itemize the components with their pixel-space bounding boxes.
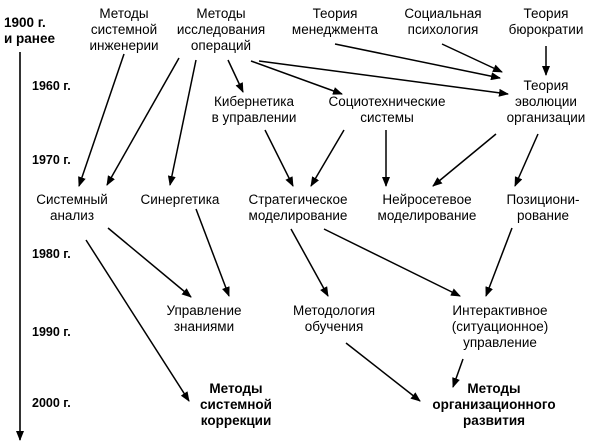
edge-learning-methodology-to-org-development xyxy=(345,342,421,402)
timeline-top-label: 1900 г. и ранее xyxy=(4,15,55,46)
node-systems-engineering-methods: Методы системной инженерии xyxy=(89,6,159,53)
edge-operations-research-to-synergetics xyxy=(167,59,197,186)
edge-cybernetics-to-strategic-modeling xyxy=(264,129,294,187)
timeline-year-1970: 1970 г. xyxy=(32,153,71,167)
edge-systems-analysis-to-systemic-correction xyxy=(85,239,190,402)
timeline-year-1990: 1990 г. xyxy=(32,325,71,339)
edge-positioning-to-interactive-management xyxy=(485,227,513,297)
node-management-theory: Теория менеджмента xyxy=(291,6,379,37)
node-neural-network-modeling: Нейросетевое моделирование xyxy=(377,192,477,223)
timeline-year-1960: 1960 г. xyxy=(32,79,71,93)
node-interactive-management: Интерактивное (ситуационное) управление xyxy=(451,303,549,350)
node-org-development-methods: Методы организационного развития xyxy=(432,381,556,428)
edge-operations-research-to-org-evolution xyxy=(258,60,509,97)
node-knowledge-management: Управление знаниями xyxy=(166,303,242,334)
edge-operations-research-to-systems-analysis xyxy=(106,57,180,186)
node-sociotechnical-systems: Социотехнические системы xyxy=(328,94,446,125)
edge-social-psychology-to-org-evolution xyxy=(441,43,503,73)
edge-operations-research-to-sociotechnical xyxy=(250,60,343,95)
edge-org-evolution-to-neural-modeling xyxy=(432,133,497,187)
edge-management-theory-to-org-evolution xyxy=(334,43,501,81)
edge-synergetics-to-knowledge-management xyxy=(195,208,230,297)
node-synergetics: Синергетика xyxy=(140,192,220,207)
node-positioning: Позициони- рование xyxy=(506,192,580,223)
edge-systems-analysis-to-knowledge-management xyxy=(107,227,192,298)
edge-systems-engineering-to-systems-analysis xyxy=(78,53,125,187)
timeline-year-1980: 1980 г. xyxy=(32,247,71,261)
node-operations-research-methods: Методы исследования операций xyxy=(176,6,266,53)
node-systemic-correction-methods: Методы системной коррекции xyxy=(200,381,272,428)
node-bureaucracy-theory: Теория бюрократии xyxy=(508,6,584,37)
edge-operations-research-to-cybernetics xyxy=(227,59,244,93)
node-strategic-modeling: Стратегическое моделирование xyxy=(248,192,348,223)
node-social-psychology: Социальная психология xyxy=(404,6,482,37)
node-systems-analysis: Системный анализ xyxy=(36,192,108,223)
timeline-year-2000: 2000 г. xyxy=(32,396,71,410)
edge-strategic-modeling-to-interactive-management xyxy=(323,228,461,297)
edge-interactive-management-to-org-development xyxy=(452,358,464,388)
node-learning-methodology: Методология обучения xyxy=(292,303,376,334)
edge-strategic-modeling-to-learning-methodology xyxy=(290,228,329,297)
node-management-cybernetics: Кибернетика в управлении xyxy=(211,94,297,125)
edge-org-evolution-to-positioning xyxy=(514,133,539,187)
node-org-evolution-theory: Теория эволюции организации xyxy=(506,78,586,125)
edge-sociotechnical-to-strategic-modeling xyxy=(310,129,345,187)
